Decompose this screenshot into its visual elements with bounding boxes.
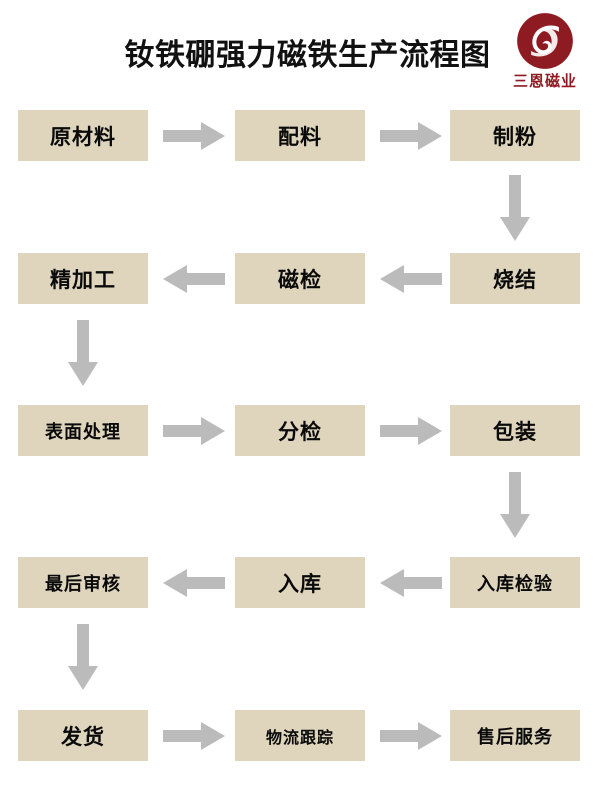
flow-node-final-review[interactable]: 最后审核 <box>18 557 148 608</box>
arrow-right-row5-1 <box>163 722 225 750</box>
flow-node-milling[interactable]: 制粉 <box>450 110 580 161</box>
flow-node-shipping[interactable]: 发货 <box>18 710 148 761</box>
spiral-swirl-logo-icon <box>517 13 573 69</box>
flow-node-raw-material[interactable]: 原材料 <box>18 110 148 161</box>
brand-name: 三恩磁业 <box>512 72 577 90</box>
arrow-down-left-col-2 <box>68 624 98 690</box>
arrow-down-left-col-1 <box>68 320 98 386</box>
flow-node-logistics-tracking[interactable]: 物流跟踪 <box>235 710 365 761</box>
arrow-left-row4-2 <box>380 569 442 597</box>
flow-node-magnetic-test[interactable]: 磁检 <box>235 253 365 304</box>
arrow-right-row5-2 <box>380 722 442 750</box>
brand-logo: 三恩磁业 <box>497 12 593 100</box>
flow-node-batching[interactable]: 配料 <box>235 110 365 161</box>
page-title: 钕铁硼强力磁铁生产流程图 <box>124 38 491 73</box>
arrow-left-row4-1 <box>163 569 225 597</box>
arrow-left-row2-1 <box>163 265 225 293</box>
arrow-right-row3-1 <box>163 417 225 445</box>
flow-node-warehousing[interactable]: 入库 <box>235 557 365 608</box>
arrow-down-right-col-1 <box>500 175 530 241</box>
flow-node-sorting[interactable]: 分检 <box>235 405 365 456</box>
flow-node-after-sales[interactable]: 售后服务 <box>450 710 580 761</box>
arrow-right-row3-2 <box>380 417 442 445</box>
flow-node-fine-machining[interactable]: 精加工 <box>18 253 148 304</box>
flow-node-inbound-inspection[interactable]: 入库检验 <box>450 557 580 608</box>
flow-node-packaging[interactable]: 包装 <box>450 405 580 456</box>
arrow-down-right-col-2 <box>500 472 530 538</box>
arrow-left-row2-2 <box>380 265 442 293</box>
arrow-right-row1-2 <box>380 122 442 150</box>
arrow-right-row1-1 <box>163 122 225 150</box>
flow-node-sintering[interactable]: 烧结 <box>450 253 580 304</box>
flow-node-surface-treatment[interactable]: 表面处理 <box>18 405 148 456</box>
header: 钕铁硼强力磁铁生产流程图 三恩磁业 <box>0 0 600 105</box>
